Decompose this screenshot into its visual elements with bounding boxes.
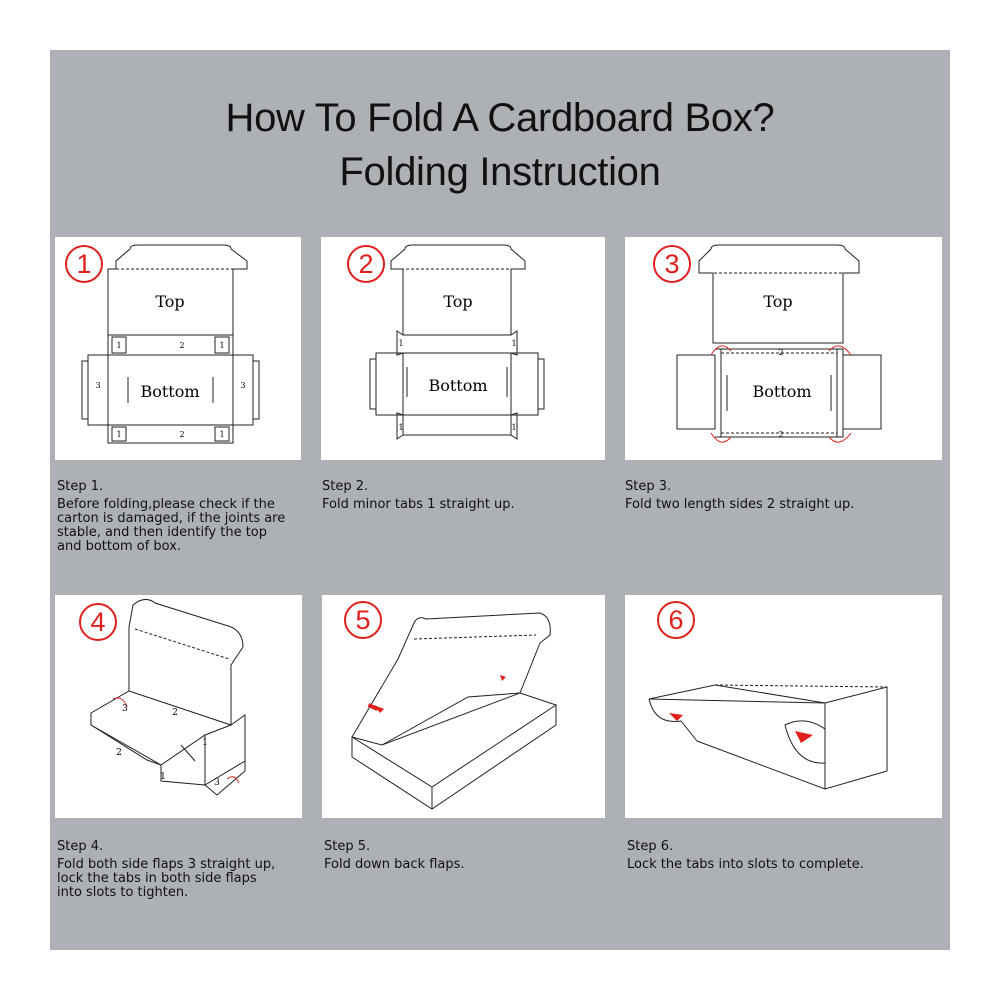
step-number-badge: 4: [79, 603, 117, 641]
step-heading: Step 3.: [625, 479, 672, 494]
step-3-text: Step 3. Fold two length sides 2 straight…: [625, 480, 935, 512]
flap-3-label: 3: [95, 381, 100, 390]
side-2-label: 2: [179, 341, 184, 350]
step-description: Before folding,please check if the carto…: [57, 497, 286, 554]
top-label: Top: [155, 292, 184, 311]
tab-1-label: 1: [219, 430, 224, 439]
tab-1-label: 1: [398, 339, 403, 348]
step-2-dieline-diagram: Top Bottom 1 1 1 1: [369, 244, 545, 440]
side-2-label: 2: [778, 430, 783, 439]
step-5-folding-diagram: [351, 612, 557, 810]
top-label: Top: [443, 292, 472, 311]
arrow-icon: [367, 703, 379, 711]
side-2-label: 2: [778, 348, 783, 357]
bottom-label: Bottom: [428, 376, 487, 395]
step-description: Fold both side flaps 3 straight up, lock…: [57, 857, 276, 900]
tab-1-label: 1: [116, 341, 121, 350]
tab-1-label: 1: [160, 772, 166, 782]
bottom-label: Bottom: [752, 382, 811, 401]
arrow-icon: [500, 675, 506, 681]
main-title: How To Fold A Cardboard Box?: [225, 96, 775, 140]
step-2-panel: Top Bottom 1 1 1 1 2: [321, 237, 605, 460]
step-heading: Step 2.: [322, 479, 369, 494]
step-number-badge: 6: [657, 601, 695, 639]
arrow-icon: [795, 731, 813, 743]
step-6-panel: 6: [625, 595, 942, 818]
step-description: Fold two length sides 2 straight up.: [625, 497, 855, 512]
step-number-badge: 5: [344, 601, 382, 639]
flap-3-label: 3: [214, 778, 220, 788]
subtitle: Folding Instruction: [339, 150, 661, 194]
step-description: Fold down back flaps.: [324, 857, 465, 872]
flap-3-label: 3: [122, 704, 128, 714]
arrow-icon: [669, 713, 683, 721]
step-heading: Step 4.: [57, 839, 104, 854]
tab-1-label: 1: [511, 423, 516, 432]
flap-3-label: 3: [240, 381, 245, 390]
side-2-label: 2: [179, 430, 184, 439]
step-3-panel: Top Bottom 2 2 3: [625, 237, 942, 460]
step-2-text: Step 2. Fold minor tabs 1 straight up.: [322, 480, 602, 512]
step-4-folding-diagram: 3 2 2 1 1 3: [90, 599, 246, 796]
step-number-badge: 1: [65, 245, 103, 283]
step-3-dieline-diagram: Top Bottom 2 2: [676, 244, 882, 443]
step-6-closed-box-diagram: [648, 684, 888, 790]
step-heading: Step 1.: [57, 479, 104, 494]
step-1-dieline-diagram: Top Bottom 1 1 1 1 2 2 3 3: [81, 244, 260, 444]
step-5-panel: 5: [322, 595, 605, 818]
step-4-text: Step 4. Fold both side flaps 3 straight …: [57, 840, 317, 900]
step-4-panel: 3 2 2 1 1 3 4: [55, 595, 302, 818]
tab-1-label: 1: [202, 738, 208, 748]
step-1-panel: Top Bottom 1 1 1 1 2 2 3 3 1: [55, 237, 301, 460]
step-description: Fold minor tabs 1 straight up.: [322, 497, 515, 512]
top-label: Top: [763, 292, 792, 311]
step-number-badge: 2: [347, 245, 385, 283]
step-5-text: Step 5. Fold down back flaps.: [324, 840, 604, 872]
step-1-text: Step 1. Before folding,please check if t…: [57, 480, 317, 554]
tab-1-label: 1: [511, 339, 516, 348]
step-heading: Step 5.: [324, 839, 371, 854]
side-2-label: 2: [116, 748, 122, 758]
side-2-label: 2: [172, 708, 178, 718]
step-number-badge: 3: [653, 245, 691, 283]
step-6-text: Step 6. Lock the tabs into slots to comp…: [627, 840, 937, 872]
step-heading: Step 6.: [627, 839, 674, 854]
tab-1-label: 1: [219, 341, 224, 350]
tab-1-label: 1: [398, 423, 403, 432]
step-description: Lock the tabs into slots to complete.: [627, 857, 864, 872]
bottom-label: Bottom: [140, 382, 199, 401]
tab-1-label: 1: [116, 430, 121, 439]
